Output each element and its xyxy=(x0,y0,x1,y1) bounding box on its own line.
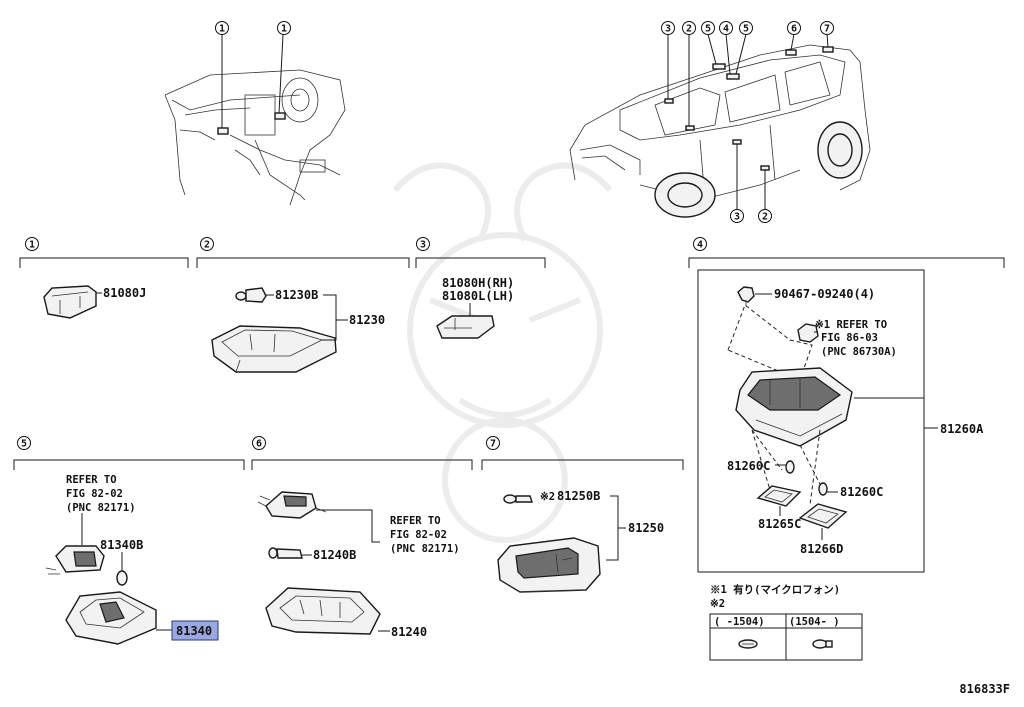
callout-1-top-a: 1 xyxy=(215,21,229,35)
svg-text:6: 6 xyxy=(256,439,262,450)
watermark-logo xyxy=(392,162,613,543)
bulb-type-a-icon xyxy=(738,639,758,649)
svg-text:4: 4 xyxy=(697,240,703,251)
ref-6-line1: REFER TO xyxy=(390,515,441,527)
part-81240-room-lamp xyxy=(265,587,381,635)
part-81265C-lens xyxy=(756,485,802,507)
vehicle-illustration xyxy=(569,33,871,218)
svg-text:1: 1 xyxy=(29,240,35,251)
ref-5-line1: REFER TO xyxy=(66,474,117,486)
callout-6-car-top: 6 xyxy=(787,21,801,35)
part-81260A-map-lamp xyxy=(735,367,853,447)
part-81240B-bulb xyxy=(268,547,303,559)
part-81250B-bulb xyxy=(503,494,533,504)
figure-code: 816833F xyxy=(959,682,1010,696)
svg-text:5: 5 xyxy=(21,439,27,450)
dashboard-illustration xyxy=(164,34,346,206)
svg-text:7: 7 xyxy=(490,439,496,450)
note-2: ※2 xyxy=(710,598,725,610)
ref-6-line2: FIG 82-02 xyxy=(390,529,447,541)
svg-text:3: 3 xyxy=(420,240,426,251)
callout-7-car-top: 7 xyxy=(820,21,834,35)
part-81260C-bulb-b xyxy=(818,482,828,496)
label-81240: 81240 xyxy=(391,625,427,639)
ref-6-line3: (PNC 82171) xyxy=(390,543,460,555)
callout-2-car-bottom: 2 xyxy=(758,209,772,223)
mark-81250B: ※2 xyxy=(540,491,555,503)
label-81080L-LH: 81080L(LH) xyxy=(442,289,514,303)
part-81340B-bulb xyxy=(116,570,128,586)
svg-text:1: 1 xyxy=(281,24,287,35)
section-4: 4 90467-09240(4) ※1 REFER TO FIG 86-03 (… xyxy=(688,237,1005,573)
part-81230-glovebox-lamp xyxy=(211,325,337,373)
part-81080J-connector-lamp xyxy=(43,285,97,319)
svg-text:2: 2 xyxy=(762,212,768,223)
part-81260C-bulb-a xyxy=(785,460,795,474)
svg-text:1: 1 xyxy=(219,24,225,35)
part-81230B-bulb xyxy=(235,287,267,303)
section-7: 7 ※2 81250B 81250 xyxy=(481,436,684,593)
note-col-1: ( -1504) xyxy=(714,616,765,628)
callout-4-car-top: 4 xyxy=(719,21,733,35)
callout-3-car-bottom: 3 xyxy=(730,209,744,223)
ref-5-line3: (PNC 82171) xyxy=(66,502,136,514)
notes: ※1 有り(マイクロフォン) ※2 ( -1504) (1504- ) xyxy=(709,583,863,661)
label-81080J: 81080J xyxy=(103,286,146,300)
svg-text:7: 7 xyxy=(824,24,830,35)
note-1: ※1 有り(マイクロフォン) xyxy=(710,583,840,596)
label-81230B: 81230B xyxy=(275,288,318,302)
highlighted-part-81340[interactable] xyxy=(171,620,219,641)
section-5: 5 REFER TO FIG 82-02 (PNC 82171) 81340B … xyxy=(13,436,245,645)
section-6: 6 REFER TO FIG 82-02 (PNC 82171) 81240B … xyxy=(251,436,473,639)
label-81250B: 81250B xyxy=(557,489,600,503)
bulb-type-b-icon xyxy=(812,639,833,649)
callout-5-car-top-a: 5 xyxy=(701,21,715,35)
svg-text:3: 3 xyxy=(665,24,671,35)
svg-text:2: 2 xyxy=(686,24,692,35)
svg-text:5: 5 xyxy=(705,24,711,35)
ref-5-line2: FIG 82-02 xyxy=(66,488,123,500)
console-lamp-location xyxy=(274,112,286,120)
callout-1-top-b: 1 xyxy=(277,21,291,35)
part-90467-clip xyxy=(737,286,755,306)
part-microphone-ref xyxy=(797,323,819,343)
label-81240B: 81240B xyxy=(313,548,356,562)
part-81250-vanity-lamp xyxy=(497,537,601,593)
callout-5-car-top-b: 5 xyxy=(739,21,753,35)
label-81265C: 81265C xyxy=(758,517,801,531)
svg-text:2: 2 xyxy=(204,240,210,251)
label-90467-09240: 90467-09240(4) xyxy=(774,287,875,301)
label-81080H-RH: 81080H(RH) xyxy=(442,276,514,290)
label-81266D: 81266D xyxy=(800,542,843,556)
part-81340-cargo-lamp xyxy=(65,591,157,645)
label-81230: 81230 xyxy=(349,313,385,327)
ref-4-line1: ※1 REFER TO xyxy=(815,319,887,331)
ref-4-line2: FIG 86-03 xyxy=(821,332,878,344)
glovebox-lamp-location xyxy=(217,127,229,135)
callout-2-car-top: 2 xyxy=(682,21,696,35)
svg-text:6: 6 xyxy=(791,24,797,35)
note-col-2: (1504- ) xyxy=(789,616,840,628)
part-wire-harness-5 xyxy=(45,545,105,575)
label-81260C-b: 81260C xyxy=(840,485,883,499)
ref-4-line3: (PNC 86730A) xyxy=(821,346,897,358)
part-81080-courtesy-lamp xyxy=(436,315,495,339)
section-1: 1 81080J xyxy=(19,237,189,319)
label-81250: 81250 xyxy=(628,521,664,535)
svg-text:3: 3 xyxy=(734,212,740,223)
section-3: 3 81080H(RH) 81080L(LH) xyxy=(415,237,546,339)
callout-3-car-top: 3 xyxy=(661,21,675,35)
label-81340: 81340 xyxy=(176,624,212,638)
label-81260C-a: 81260C xyxy=(727,459,770,473)
svg-text:4: 4 xyxy=(723,24,729,35)
part-81266D-lens xyxy=(798,503,848,529)
label-81260A: 81260A xyxy=(940,422,984,436)
label-81340B: 81340B xyxy=(100,538,143,552)
part-wire-harness-6 xyxy=(257,491,327,519)
svg-text:5: 5 xyxy=(743,24,749,35)
section-2: 2 81230B 81230 xyxy=(196,237,410,373)
